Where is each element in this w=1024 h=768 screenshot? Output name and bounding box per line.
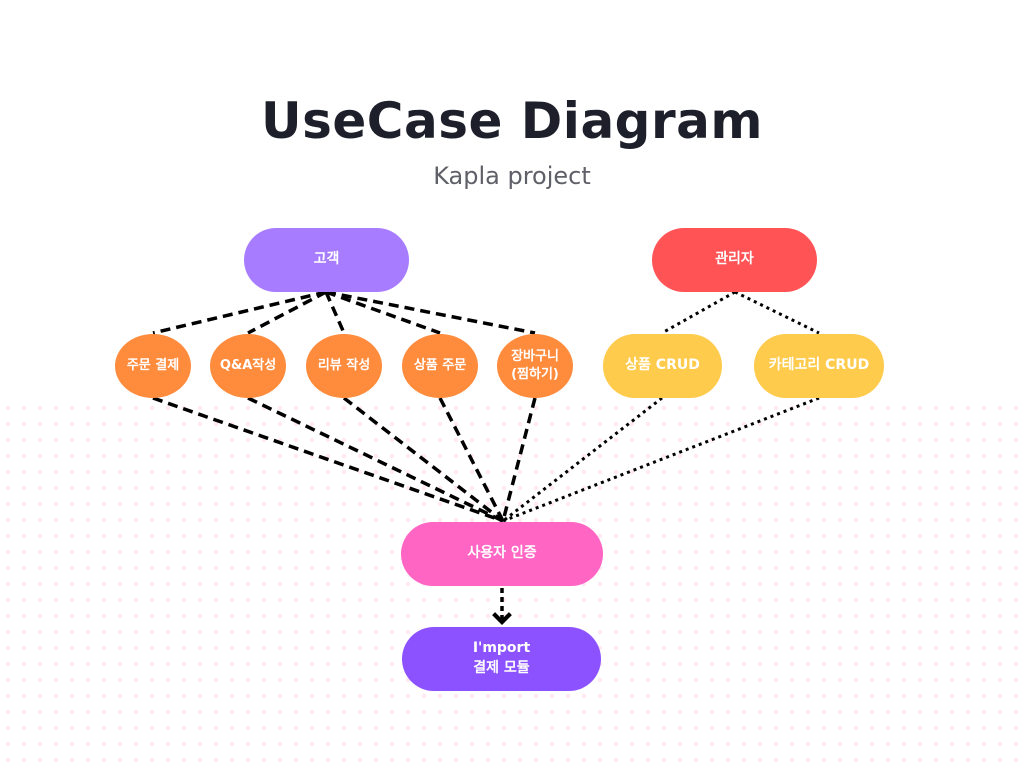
link-prodcrud-auth	[502, 396, 663, 523]
link-cart-auth	[501, 397, 537, 522]
usecase-order-payment-label: 주문 결제	[126, 357, 180, 373]
link-prodord-auth	[438, 397, 505, 522]
payment-module-label-line1: I'mport	[472, 640, 531, 657]
actor-customer-label: 고객	[313, 251, 340, 268]
usecase-product-order-label: 상품 주문	[413, 357, 467, 373]
link-customer-qna	[247, 290, 327, 335]
actor-admin: 관리자	[652, 228, 817, 292]
link-customer-cart	[325, 290, 536, 335]
link-order-auth	[152, 396, 504, 523]
link-catcrud-auth	[502, 396, 820, 523]
usecase-product-order: 상품 주문	[402, 334, 478, 398]
usecase-category-crud: 카테고리 CRUD	[754, 334, 884, 398]
usecase-category-crud-label: 카테고리 CRUD	[768, 357, 870, 374]
actor-customer: 고객	[244, 228, 409, 292]
payment-module-label-line2: 결제 모듈	[473, 660, 530, 676]
payment-module: I'mport 결제 모듈	[402, 627, 601, 691]
usecase-order-payment: 주문 결제	[115, 334, 191, 398]
usecase-cart-label-line2: (찜하기)	[511, 367, 559, 382]
link-qna-auth	[247, 396, 504, 523]
usecase-product-crud: 상품 CRUD	[603, 334, 722, 398]
link-customer-prodord	[325, 290, 441, 335]
usecase-review-write: 리뷰 작성	[306, 334, 382, 398]
link-review-auth	[342, 396, 505, 523]
link-customer-order	[152, 290, 327, 335]
link-customer-review	[324, 291, 346, 334]
usecase-user-auth-label: 사용자 인증	[467, 545, 537, 562]
usecase-review-write-label: 리뷰 작성	[317, 357, 371, 373]
link-admin-prodcrud	[661, 290, 736, 335]
usecase-user-auth: 사용자 인증	[401, 522, 603, 586]
usecase-qna-write: Q&A작성	[210, 334, 286, 398]
usecase-product-crud-label: 상품 CRUD	[625, 357, 700, 374]
usecase-cart: 장바구니 (찜하기)	[497, 334, 573, 398]
actor-admin-label: 관리자	[715, 251, 754, 268]
link-admin-catcrud	[734, 290, 820, 335]
usecase-qna-write-label: Q&A작성	[219, 357, 277, 373]
page-subtitle: Kapla project	[433, 162, 591, 190]
usecase-cart-label-line1: 장바구니	[511, 348, 559, 364]
page-title: UseCase Diagram	[261, 92, 763, 150]
